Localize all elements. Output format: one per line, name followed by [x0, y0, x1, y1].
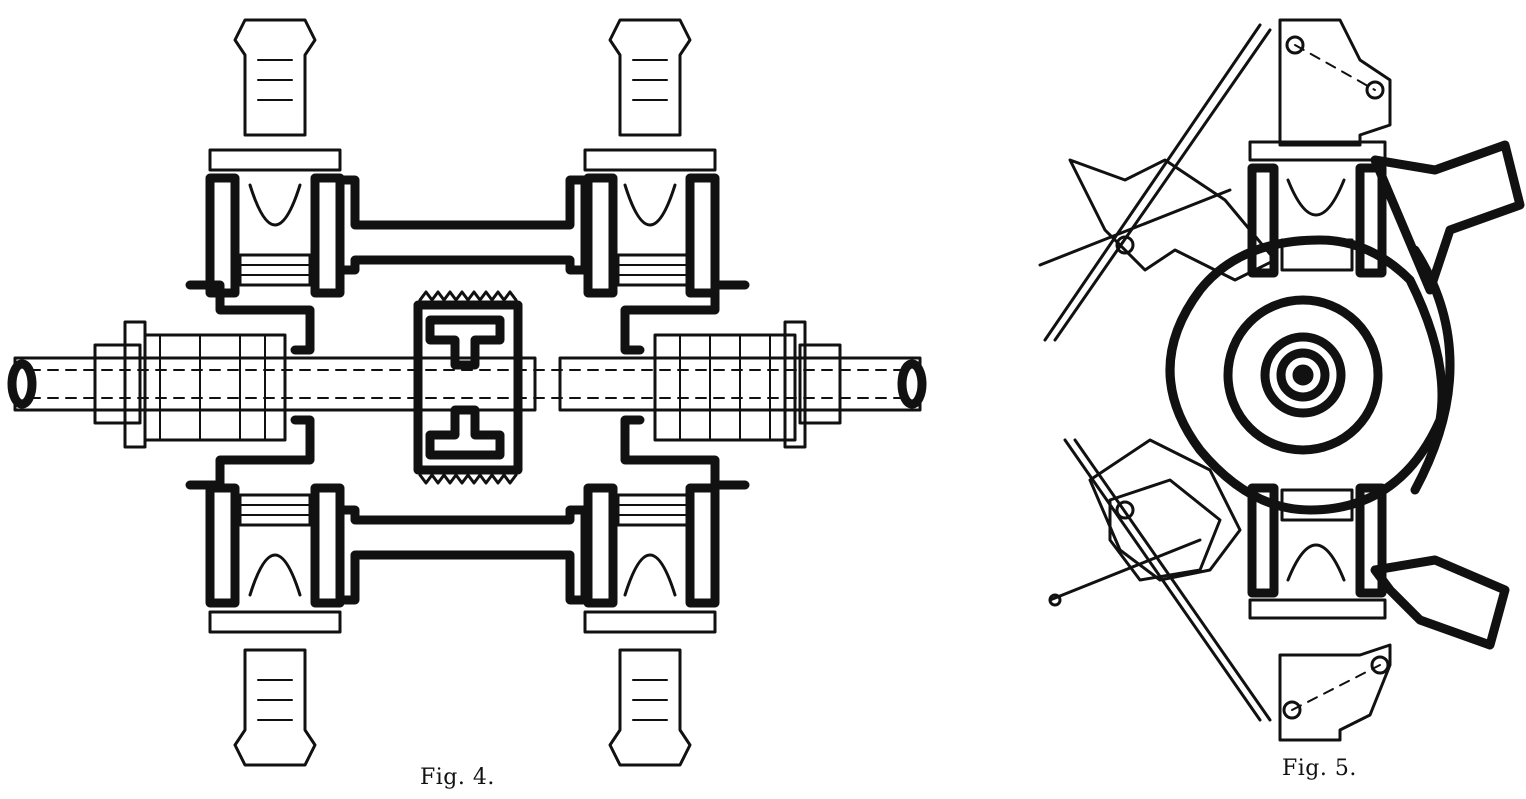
upper-valve-gear: [1038, 23, 1277, 342]
figure-5-engine-section: [1030, 0, 1526, 799]
upper-manifold: [335, 175, 590, 275]
lower-valve-gear: [1048, 438, 1272, 722]
left-bearing: [93, 320, 287, 449]
figure-5-drawing: [1038, 18, 1525, 742]
figure-4-drawing: [7, 18, 927, 767]
figure-4-caption: Fig. 4.: [420, 765, 495, 790]
top-cylinder: [1247, 18, 1392, 278]
cylinder-top-left: [205, 18, 345, 298]
lower-manifold: [335, 505, 590, 605]
cylinder-bottom-right: [583, 483, 720, 767]
crankcase: [185, 280, 750, 490]
right-bearing: [653, 320, 842, 449]
cylinder-top-right: [583, 18, 720, 298]
central-coupling: [413, 290, 523, 485]
cylinder-bottom-left: [205, 483, 345, 767]
figure-4-engine-section: [7, 18, 927, 767]
right-exhaust-lower: [1370, 555, 1510, 650]
crank-housing: [1165, 235, 1455, 515]
right-exhaust-upper: [1370, 140, 1525, 295]
bottom-cylinder: [1247, 483, 1392, 742]
figure-5-caption: Fig. 5.: [1282, 756, 1357, 781]
